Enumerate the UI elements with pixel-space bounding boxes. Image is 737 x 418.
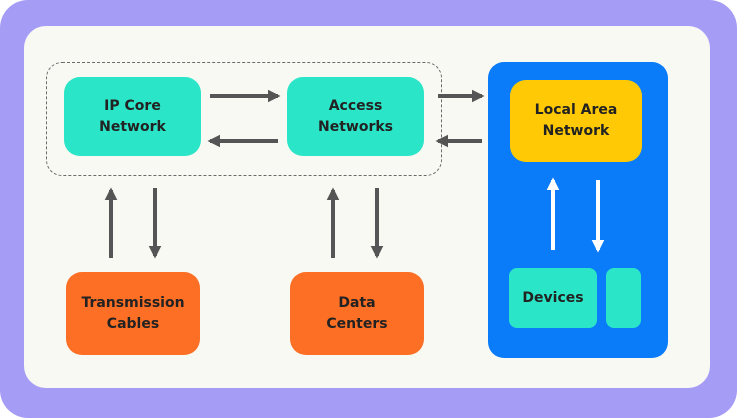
- data-centers-node: Data Centers: [290, 272, 424, 355]
- devices-node: Devices: [509, 268, 597, 328]
- local-area-network-node: Local Area Network: [510, 80, 642, 162]
- small-device-node: [606, 268, 641, 328]
- core-network-group: [46, 62, 442, 176]
- ip-core-network-node: IP Core Network: [64, 77, 201, 156]
- transmission-cables-node: Transmission Cables: [66, 272, 200, 355]
- access-networks-node: Access Networks: [287, 77, 424, 156]
